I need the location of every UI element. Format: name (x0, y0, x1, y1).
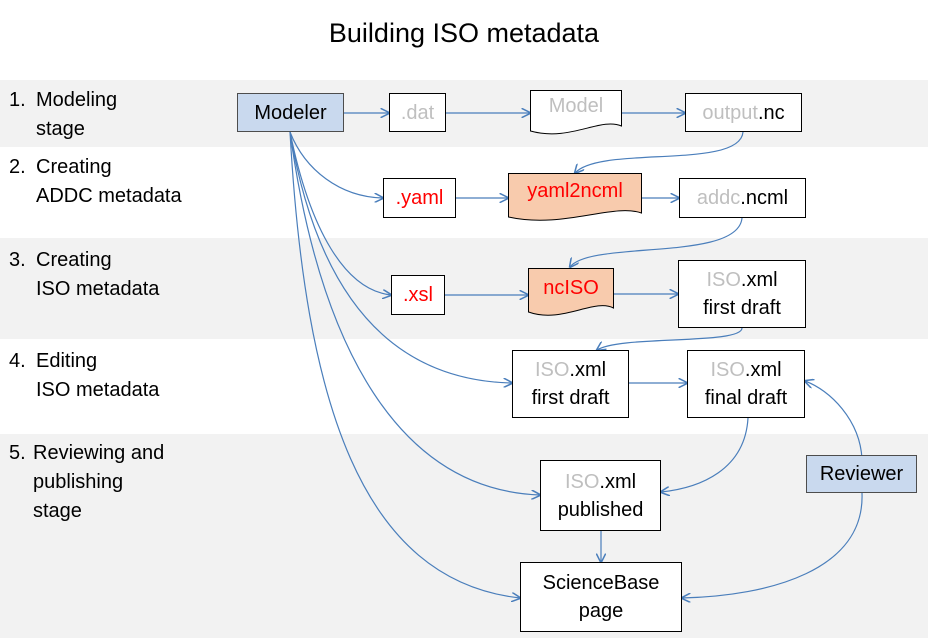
arrow-modeler-yaml (289, 131, 383, 198)
arrow-final-published (661, 417, 749, 492)
stage-2-line-1: Creating (36, 156, 112, 178)
stage-2-line-2: ADDC metadata (36, 185, 182, 207)
stage-3-line-2: ISO metadata (36, 278, 160, 300)
stage-5-line-3: stage (33, 500, 82, 522)
dat-file: .dat (389, 93, 446, 132)
diagram-title: Building ISO metadata (328, 18, 600, 48)
iso-xml-published: ISO.xml published (540, 460, 661, 531)
arrow-modeler-sciencebase (289, 131, 520, 598)
stage-1-line-1: Modeling (36, 89, 118, 111)
yaml-file: .yaml (383, 178, 456, 218)
arrow-modeler-xsl (289, 131, 391, 295)
stage-5-line-1: Reviewing and (33, 442, 165, 464)
addc-ncml-file: addc.ncml (679, 178, 806, 218)
arrow-iso1-edit (597, 327, 743, 350)
arrow-output-yaml2ncml (575, 131, 744, 173)
arrow-addc-nciso (570, 217, 743, 267)
yaml2ncml-tool: yaml2ncml (508, 173, 642, 225)
modeler-role: Modeler (237, 93, 344, 132)
output-nc-file: output.nc (685, 93, 802, 132)
stage-4-line-2: ISO metadata (36, 379, 160, 401)
arrow-modeler-published (289, 131, 540, 495)
iso-xml-first-draft-editing: ISO.xml first draft (512, 350, 629, 418)
iso-xml-first-draft-generated: ISO.xml first draft (678, 260, 806, 328)
iso-xml-final-draft: ISO.xml final draft (687, 350, 805, 418)
reviewer-role: Reviewer (806, 455, 917, 493)
stage5-band (0, 434, 928, 638)
stage-5-line-2: publishing (33, 471, 124, 493)
stage-1-line-2: stage (36, 118, 85, 140)
arrow-reviewer-final (805, 381, 863, 460)
model-document: Model (530, 90, 622, 138)
stage-3-line-1: Creating (36, 249, 112, 271)
sciencebase-page: ScienceBase page (520, 562, 682, 632)
stage-4-line-1: Editing (36, 350, 98, 372)
arrow-modeler-edit (289, 131, 512, 383)
xsl-file: .xsl (391, 275, 445, 315)
arrow-reviewer-sciencebase (682, 492, 863, 598)
nciso-tool: ncISO (528, 268, 614, 320)
